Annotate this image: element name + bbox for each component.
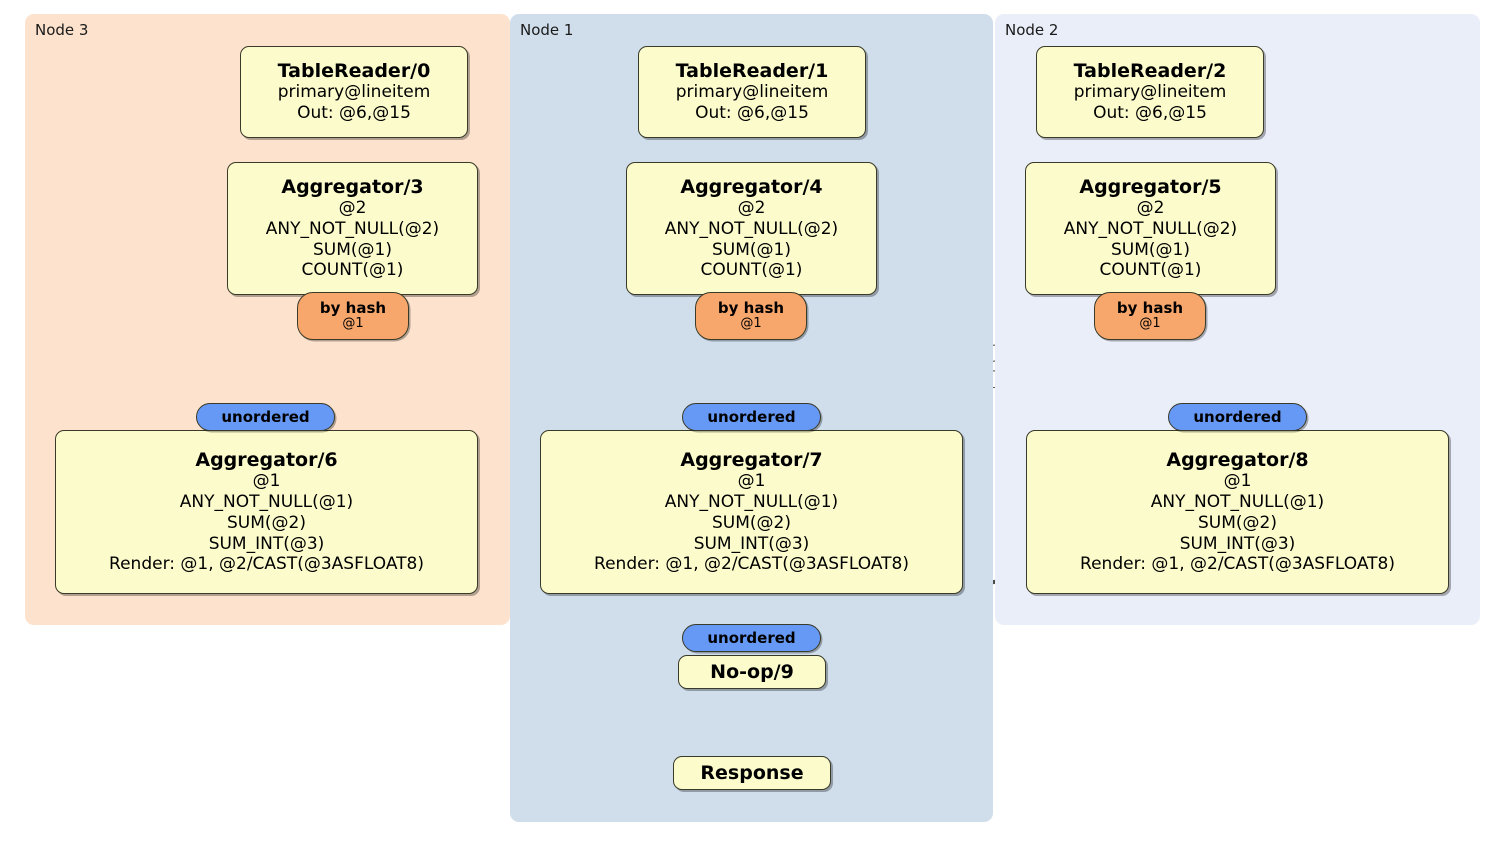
node-detail-line: SUM_INT(@3): [693, 533, 810, 554]
node-detail-line: Render: @1, @2/CAST(@3ASFLOAT8): [109, 554, 424, 575]
node-title-tr2: TableReader/2: [1073, 60, 1227, 83]
plan-node-noop9[interactable]: No-op/9: [678, 655, 826, 689]
node-detail-line: SUM(@1): [313, 239, 392, 260]
node-detail-line: Out: @6,@15: [1093, 103, 1207, 124]
plan-node-uo8[interactable]: unordered: [1168, 403, 1307, 431]
unordered-label-uofinal: unordered: [707, 629, 796, 647]
node-title-agg7: Aggregator/7: [680, 448, 823, 471]
unordered-label-uo7: unordered: [707, 408, 796, 426]
node-title-agg8: Aggregator/8: [1166, 448, 1309, 471]
hash-column-hash5: @1: [1139, 316, 1161, 332]
hash-title-hash5: by hash: [1116, 298, 1184, 317]
node-detail-line: @2: [1136, 198, 1165, 219]
hash-title-hash4: by hash: [717, 298, 785, 317]
panel-label-node2: Node 2: [1005, 21, 1059, 39]
panel-label-node3: Node 3: [35, 21, 89, 39]
node-detail-line: @1: [737, 471, 766, 492]
node-detail-line: SUM(@1): [1111, 239, 1190, 260]
node-detail-line: Render: @1, @2/CAST(@3ASFLOAT8): [1080, 554, 1395, 575]
node-detail-line: ANY_NOT_NULL(@2): [265, 218, 440, 239]
plan-node-uofinal[interactable]: unordered: [682, 624, 821, 652]
plan-node-response[interactable]: Response: [673, 756, 831, 790]
node-detail-line: Render: @1, @2/CAST(@3ASFLOAT8): [594, 554, 909, 575]
node-detail-line: SUM_INT(@3): [1179, 533, 1296, 554]
node-title-response: Response: [700, 762, 804, 784]
plan-node-uo6[interactable]: unordered: [196, 403, 335, 431]
node-detail-line: Out: @6,@15: [297, 103, 411, 124]
node-title-agg3: Aggregator/3: [281, 175, 424, 198]
node-detail-line: ANY_NOT_NULL(@1): [1150, 492, 1325, 513]
plan-node-uo7[interactable]: unordered: [682, 403, 821, 431]
unordered-label-uo6: unordered: [221, 408, 310, 426]
plan-node-hash4[interactable]: by hash@1: [695, 292, 807, 340]
node-detail-line: ANY_NOT_NULL(@2): [664, 218, 839, 239]
node-detail-line: primary@lineitem: [1073, 82, 1227, 103]
node-detail-line: COUNT(@1): [1099, 260, 1202, 281]
node-detail-line: SUM_INT(@3): [208, 533, 325, 554]
plan-node-hash3[interactable]: by hash@1: [297, 292, 409, 340]
hash-title-hash3: by hash: [319, 298, 387, 317]
node-detail-line: @2: [737, 198, 766, 219]
node-detail-line: SUM(@2): [712, 512, 791, 533]
node-detail-line: SUM(@2): [227, 512, 306, 533]
node-detail-line: ANY_NOT_NULL(@2): [1063, 218, 1238, 239]
node-title-agg4: Aggregator/4: [680, 175, 823, 198]
node-detail-line: COUNT(@1): [700, 260, 803, 281]
node-detail-line: primary@lineitem: [675, 82, 829, 103]
node-detail-line: ANY_NOT_NULL(@1): [179, 492, 354, 513]
node-title-noop9: No-op/9: [710, 661, 794, 683]
node-title-tr0: TableReader/0: [277, 60, 431, 83]
node-detail-line: Out: @6,@15: [695, 103, 809, 124]
unordered-label-uo8: unordered: [1193, 408, 1282, 426]
node-detail-line: SUM(@1): [712, 239, 791, 260]
node-title-agg6: Aggregator/6: [195, 448, 338, 471]
node-detail-line: SUM(@2): [1198, 512, 1277, 533]
node-detail-line: primary@lineitem: [277, 82, 431, 103]
node-detail-line: COUNT(@1): [301, 260, 404, 281]
node-detail-line: @1: [252, 471, 281, 492]
node-detail-line: ANY_NOT_NULL(@1): [664, 492, 839, 513]
node-detail-line: @2: [338, 198, 367, 219]
plan-node-hash5[interactable]: by hash@1: [1094, 292, 1206, 340]
node-title-agg5: Aggregator/5: [1079, 175, 1222, 198]
hash-column-hash4: @1: [740, 316, 762, 332]
panel-label-node1: Node 1: [520, 21, 574, 39]
node-detail-line: @1: [1223, 471, 1252, 492]
hash-column-hash3: @1: [342, 316, 364, 332]
node-title-tr1: TableReader/1: [675, 60, 829, 83]
